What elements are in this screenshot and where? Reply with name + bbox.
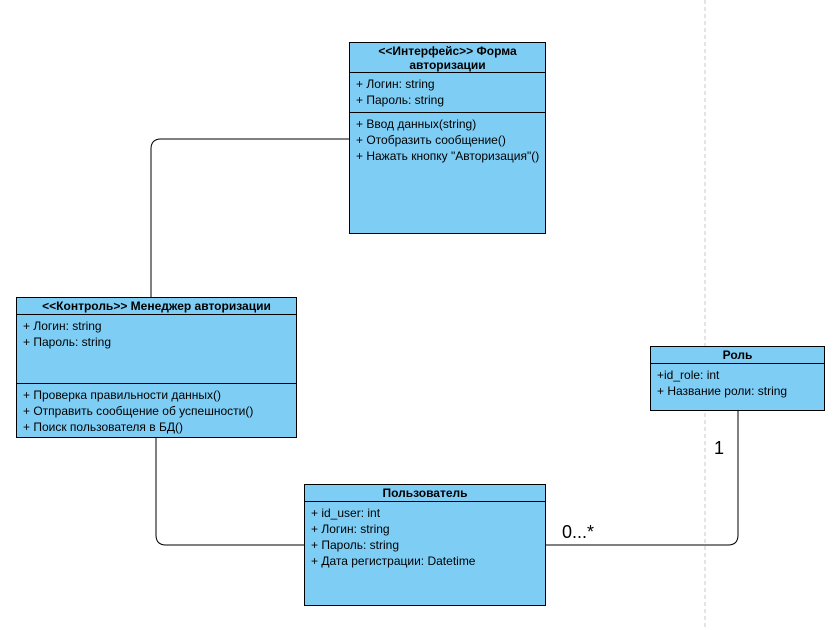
- attribute: + Название роли: string: [657, 384, 788, 398]
- operation: + Нажать кнопку "Авторизация"(): [356, 149, 540, 163]
- operation: + Проверка правильности данных(): [23, 388, 221, 402]
- operations-section: + Проверка правильности данных() + Отпра…: [17, 383, 296, 435]
- attribute: + Логин: string: [311, 522, 390, 536]
- attribute: + Пароль: string: [311, 538, 399, 552]
- class-title: Пользователь: [305, 485, 545, 502]
- operation: + Отобразить сообщение(): [356, 133, 506, 147]
- association-manager-user: [155, 437, 304, 546]
- class-title: <<Контроль>> Менеджер авторизации: [17, 298, 296, 315]
- attribute: + Дата регистрации: Datetime: [311, 554, 476, 568]
- attributes-section: + id_user: int + Логин: string + Пароль:…: [305, 502, 545, 569]
- attribute: +id_role: int: [657, 368, 720, 382]
- multiplicity-role-end: 1: [714, 438, 725, 458]
- attribute: + Пароль: string: [356, 93, 444, 107]
- class-user[interactable]: Пользователь + id_user: int + Логин: str…: [304, 484, 546, 606]
- operation: + Отправить сообщение об успешности(): [23, 404, 254, 418]
- association-form-manager: [150, 138, 349, 297]
- operation: + Поиск пользователя в БД(): [23, 420, 183, 434]
- attribute: + Логин: string: [356, 77, 435, 91]
- multiplicity-user-end: 0...*: [562, 522, 595, 542]
- class-title: <<Интерфейс>> Форма авторизации: [350, 43, 545, 73]
- attribute: + Пароль: string: [23, 335, 111, 349]
- class-authorization-form[interactable]: <<Интерфейс>> Форма авторизации + Логин:…: [349, 42, 546, 234]
- attribute: + Логин: string: [23, 319, 102, 333]
- association-user-role: [545, 410, 739, 546]
- attribute: + id_user: int: [311, 506, 381, 520]
- class-title: Роль: [651, 347, 824, 364]
- attributes-section: + Логин: string + Пароль: string: [17, 315, 296, 383]
- class-authorization-manager[interactable]: <<Контроль>> Менеджер авторизации + Логи…: [16, 297, 297, 438]
- attributes-section: +id_role: int + Название роли: string: [651, 364, 824, 399]
- class-role[interactable]: Роль +id_role: int + Название роли: stri…: [650, 346, 825, 411]
- operation: + Ввод данных(string): [356, 117, 477, 131]
- operations-section: + Ввод данных(string) + Отобразить сообщ…: [350, 112, 545, 164]
- attributes-section: + Логин: string + Пароль: string: [350, 73, 545, 112]
